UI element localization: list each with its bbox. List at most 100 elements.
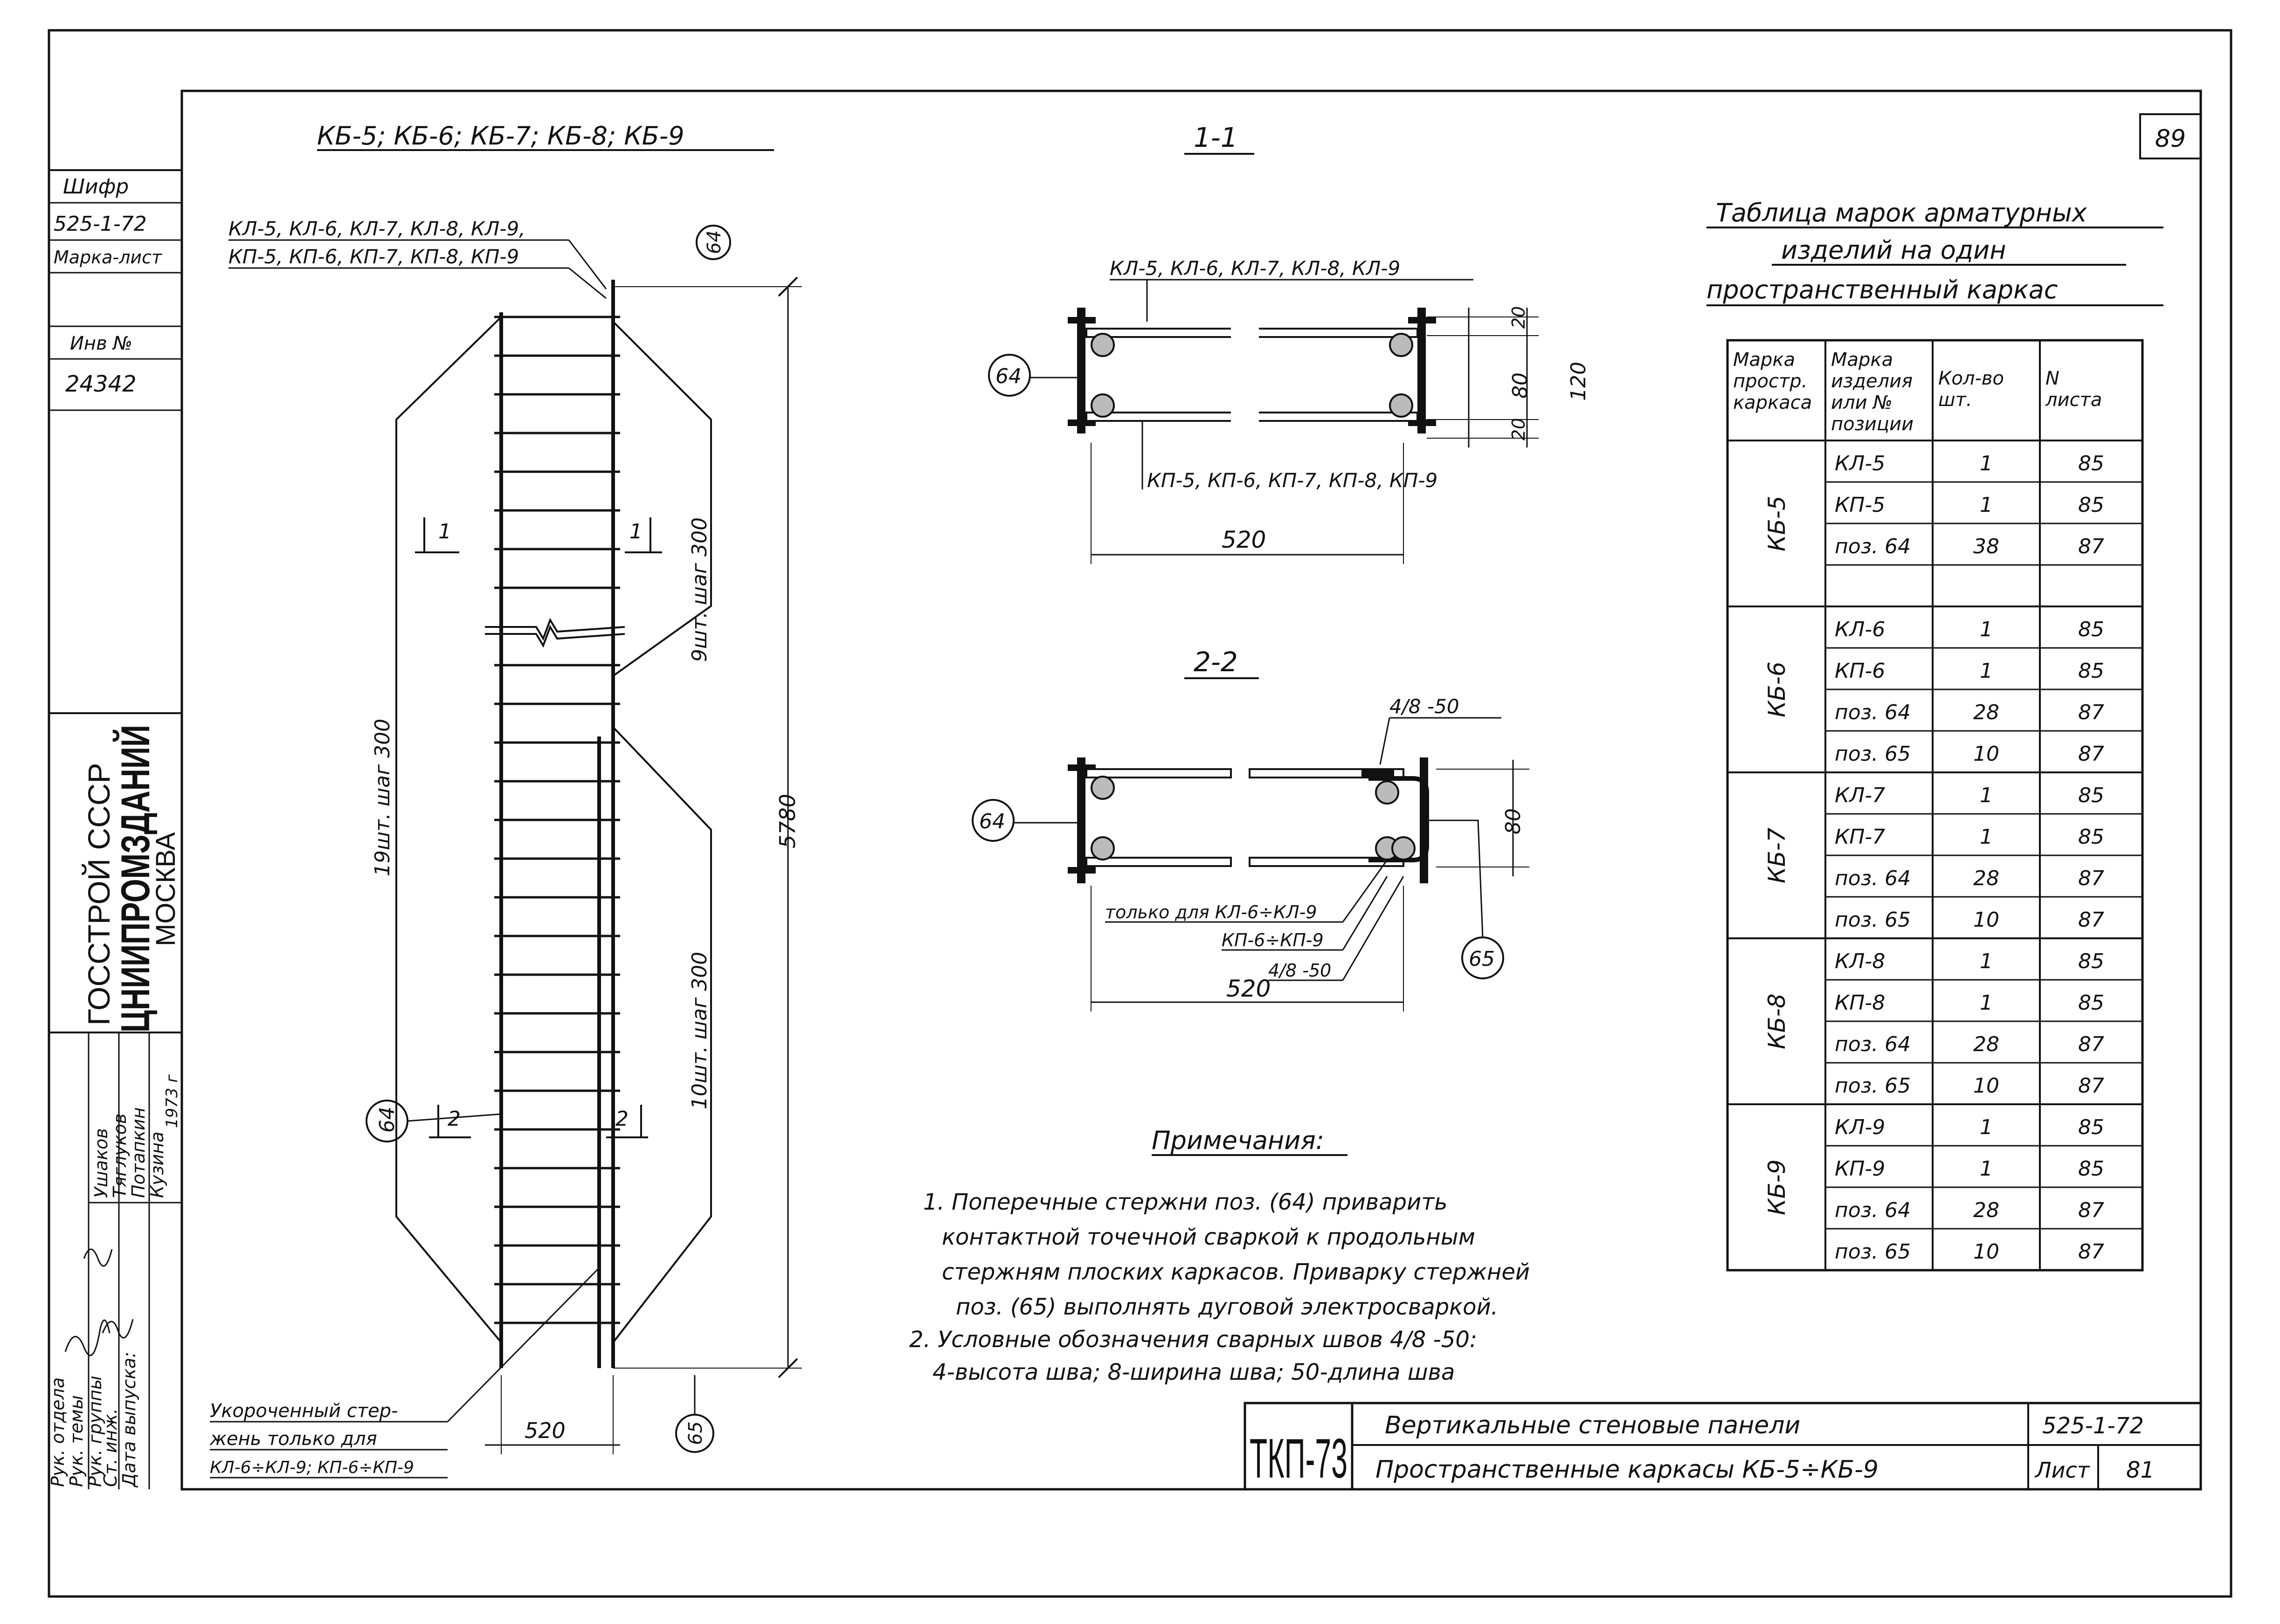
org-city: МОСКВА	[151, 832, 181, 946]
pos-64-label-top: 64	[704, 230, 725, 254]
shifr-label: Шифр	[63, 175, 129, 199]
table-cell: поз. 64	[1835, 1032, 1911, 1056]
pos-64-marker-top	[696, 225, 731, 260]
table-cell: 1	[1980, 1157, 1993, 1181]
table-cell: 87	[2078, 701, 2104, 724]
table-title-3: пространственный каркас	[1707, 275, 2058, 304]
table-cell: КЛ-5	[1835, 452, 1885, 475]
section-2-2-pos-64: 64	[979, 810, 1005, 833]
dim-20-top: 20	[1508, 306, 1529, 329]
table-cell: 87	[2078, 1240, 2104, 1264]
signature-1	[64, 1319, 111, 1356]
role-2: Рук. темы	[66, 1395, 87, 1487]
table-group-name: КБ-9	[1763, 1159, 1790, 1215]
table-cell: 85	[2078, 493, 2104, 517]
step-left: 19шт. шаг 300	[371, 719, 394, 876]
note-line-1: 1. Поперечные стержни поз. (64) приварит…	[923, 1189, 1448, 1215]
inv-label: Инв №	[70, 333, 132, 354]
section-2-2-weld-2: 4/8 -50	[1268, 960, 1331, 981]
table-group-name: КБ-6	[1763, 661, 1790, 717]
table-cell: 87	[2078, 867, 2104, 890]
title-block: ТКП-73 Вертикальные стеновые панели Прос…	[1244, 1402, 2202, 1491]
table-cell: поз. 64	[1835, 701, 1911, 724]
pos-65-label: 65	[685, 1421, 706, 1445]
role-1: Рук. отдела	[48, 1377, 68, 1487]
signature-3	[102, 1319, 134, 1339]
table-cell: 1	[1980, 1115, 1993, 1139]
name-2: Тяглуков	[110, 1114, 130, 1198]
section-1-right: 1	[629, 520, 643, 544]
table-cell: КЛ-7	[1835, 784, 1885, 807]
table-group-name: КБ-5	[1763, 495, 1790, 551]
sheet-number: 89	[2155, 125, 2186, 153]
section-2-2-dim-520: 520	[1226, 975, 1271, 1002]
name-5: 1973 г	[163, 1074, 181, 1128]
marks-table: Таблица марок арматурных изделий на один…	[1707, 198, 2163, 1272]
table-cell: поз. 65	[1835, 1240, 1911, 1264]
note-line-5: 2. Условные обозначения сварных швов 4/8…	[909, 1327, 1477, 1353]
title-line-2: Пространственные каркасы КБ-5÷КБ-9	[1375, 1456, 1879, 1484]
table-cell: 87	[2078, 1032, 2104, 1056]
section-1-1-pos: 64	[995, 365, 1022, 388]
section-1-1: 1-1 КЛ-5, КЛ-6, КЛ-7, КЛ-8, КЛ-9 64 КП-5…	[988, 122, 1590, 564]
elevation-title: КБ-5; КБ-6; КБ-7; КБ-8; КБ-9	[317, 121, 684, 151]
table-cell: 87	[2078, 535, 2104, 558]
role-5: Дата выпуска:	[119, 1352, 139, 1488]
table-cell: КП-7	[1835, 825, 1885, 849]
transverse-bars	[494, 316, 620, 1324]
section-2-2-dim-80: 80	[1501, 808, 1525, 834]
outer-frame	[48, 29, 2232, 1598]
name-3: Потапкин	[128, 1107, 149, 1198]
table-cell: поз. 64	[1835, 535, 1911, 558]
dim-width: 520	[525, 1418, 566, 1443]
section-1-left: 1	[438, 520, 451, 544]
title-line-1: Вертикальные стеновые панели	[1385, 1411, 1800, 1439]
section-2-2-title: 2-2	[1194, 646, 1238, 678]
table-cell: 28	[1973, 701, 1999, 724]
table-cell: 87	[2078, 908, 2104, 932]
table-cell: 87	[2078, 1074, 2104, 1098]
table-cell: 28	[1973, 867, 1999, 890]
table-cell: 1	[1980, 784, 1993, 807]
table-title-2: изделий на один	[1781, 235, 2006, 265]
inner-frame	[180, 89, 2202, 1491]
list-label: Лист	[2034, 1458, 2090, 1483]
section-2-right: 2	[615, 1107, 629, 1131]
table-cell: КП-5	[1835, 493, 1885, 517]
table-cell: 1	[1980, 618, 1993, 641]
table-cell: 85	[2078, 991, 2104, 1015]
table-cell: 10	[1973, 908, 1999, 932]
section-1-1-dim-520: 520	[1222, 526, 1266, 553]
table-cell: 1	[1980, 493, 1993, 517]
table-cell: 10	[1973, 1240, 1999, 1264]
shifr-value: 525-1-72	[54, 212, 147, 236]
note-short-1: Укороченный стер-	[210, 1400, 398, 1422]
table-cell: поз. 65	[1835, 742, 1911, 766]
name-1: Ушаков	[91, 1128, 111, 1198]
section-1-1-pos-marker	[988, 354, 1031, 397]
signature-2	[83, 1248, 113, 1267]
table-cell: 10	[1973, 742, 1999, 766]
step-right-top: 9шт. шаг 300	[688, 517, 712, 662]
table-cell: 85	[2078, 1115, 2104, 1139]
table-cell: 85	[2078, 618, 2104, 641]
step-right-bottom: 10шт. шаг 300	[688, 952, 712, 1109]
note-line-4: поз. (65) выполнять дуговой электросварк…	[956, 1294, 1498, 1320]
org-institute: ЦНИИПРОМЗДАНИЙ	[113, 725, 158, 1032]
table-cell: поз. 64	[1835, 867, 1911, 890]
table-cell: 85	[2078, 452, 2104, 475]
section-2-2-weld: 4/8 -50	[1389, 695, 1459, 718]
table-cell: КЛ-6	[1835, 618, 1885, 641]
table-cell: 87	[2078, 742, 2104, 766]
left-stamp: Шифр 525-1-72 Марка-лист Инв № 24342 ГОС…	[48, 169, 182, 1489]
note-line-2: контактной точечной сваркой к продольным	[942, 1224, 1475, 1250]
role-4: Ст. инж.	[100, 1408, 121, 1487]
elevation-label-top-1: КЛ-5, КЛ-6, КЛ-7, КЛ-8, КЛ-9,	[228, 217, 525, 240]
table-cell: 85	[2078, 1157, 2104, 1181]
dim-20-bottom: 20	[1508, 418, 1529, 440]
table-cell: КП-6	[1835, 659, 1885, 683]
table-cell: 85	[2078, 784, 2104, 807]
